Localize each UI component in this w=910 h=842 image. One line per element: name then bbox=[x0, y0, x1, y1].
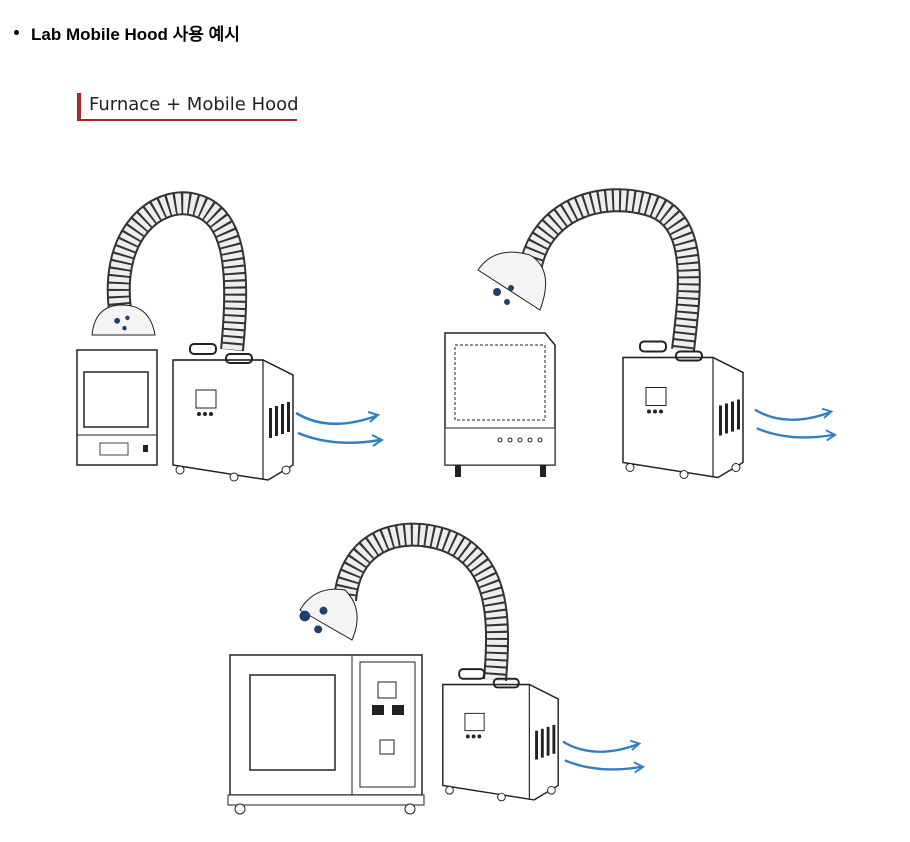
section-title: Furnace + Mobile Hood bbox=[77, 93, 299, 121]
scene-box-furnace bbox=[76, 191, 384, 482]
bullet-icon bbox=[14, 30, 19, 35]
scene-muffle-furnace bbox=[444, 188, 837, 480]
page-heading: Lab Mobile Hood 사용 예시 bbox=[14, 20, 240, 45]
scene-large-furnace bbox=[227, 522, 645, 815]
heading-text: Lab Mobile Hood 사용 예시 bbox=[31, 25, 240, 44]
section-title-text: Furnace + Mobile Hood bbox=[89, 94, 299, 115]
